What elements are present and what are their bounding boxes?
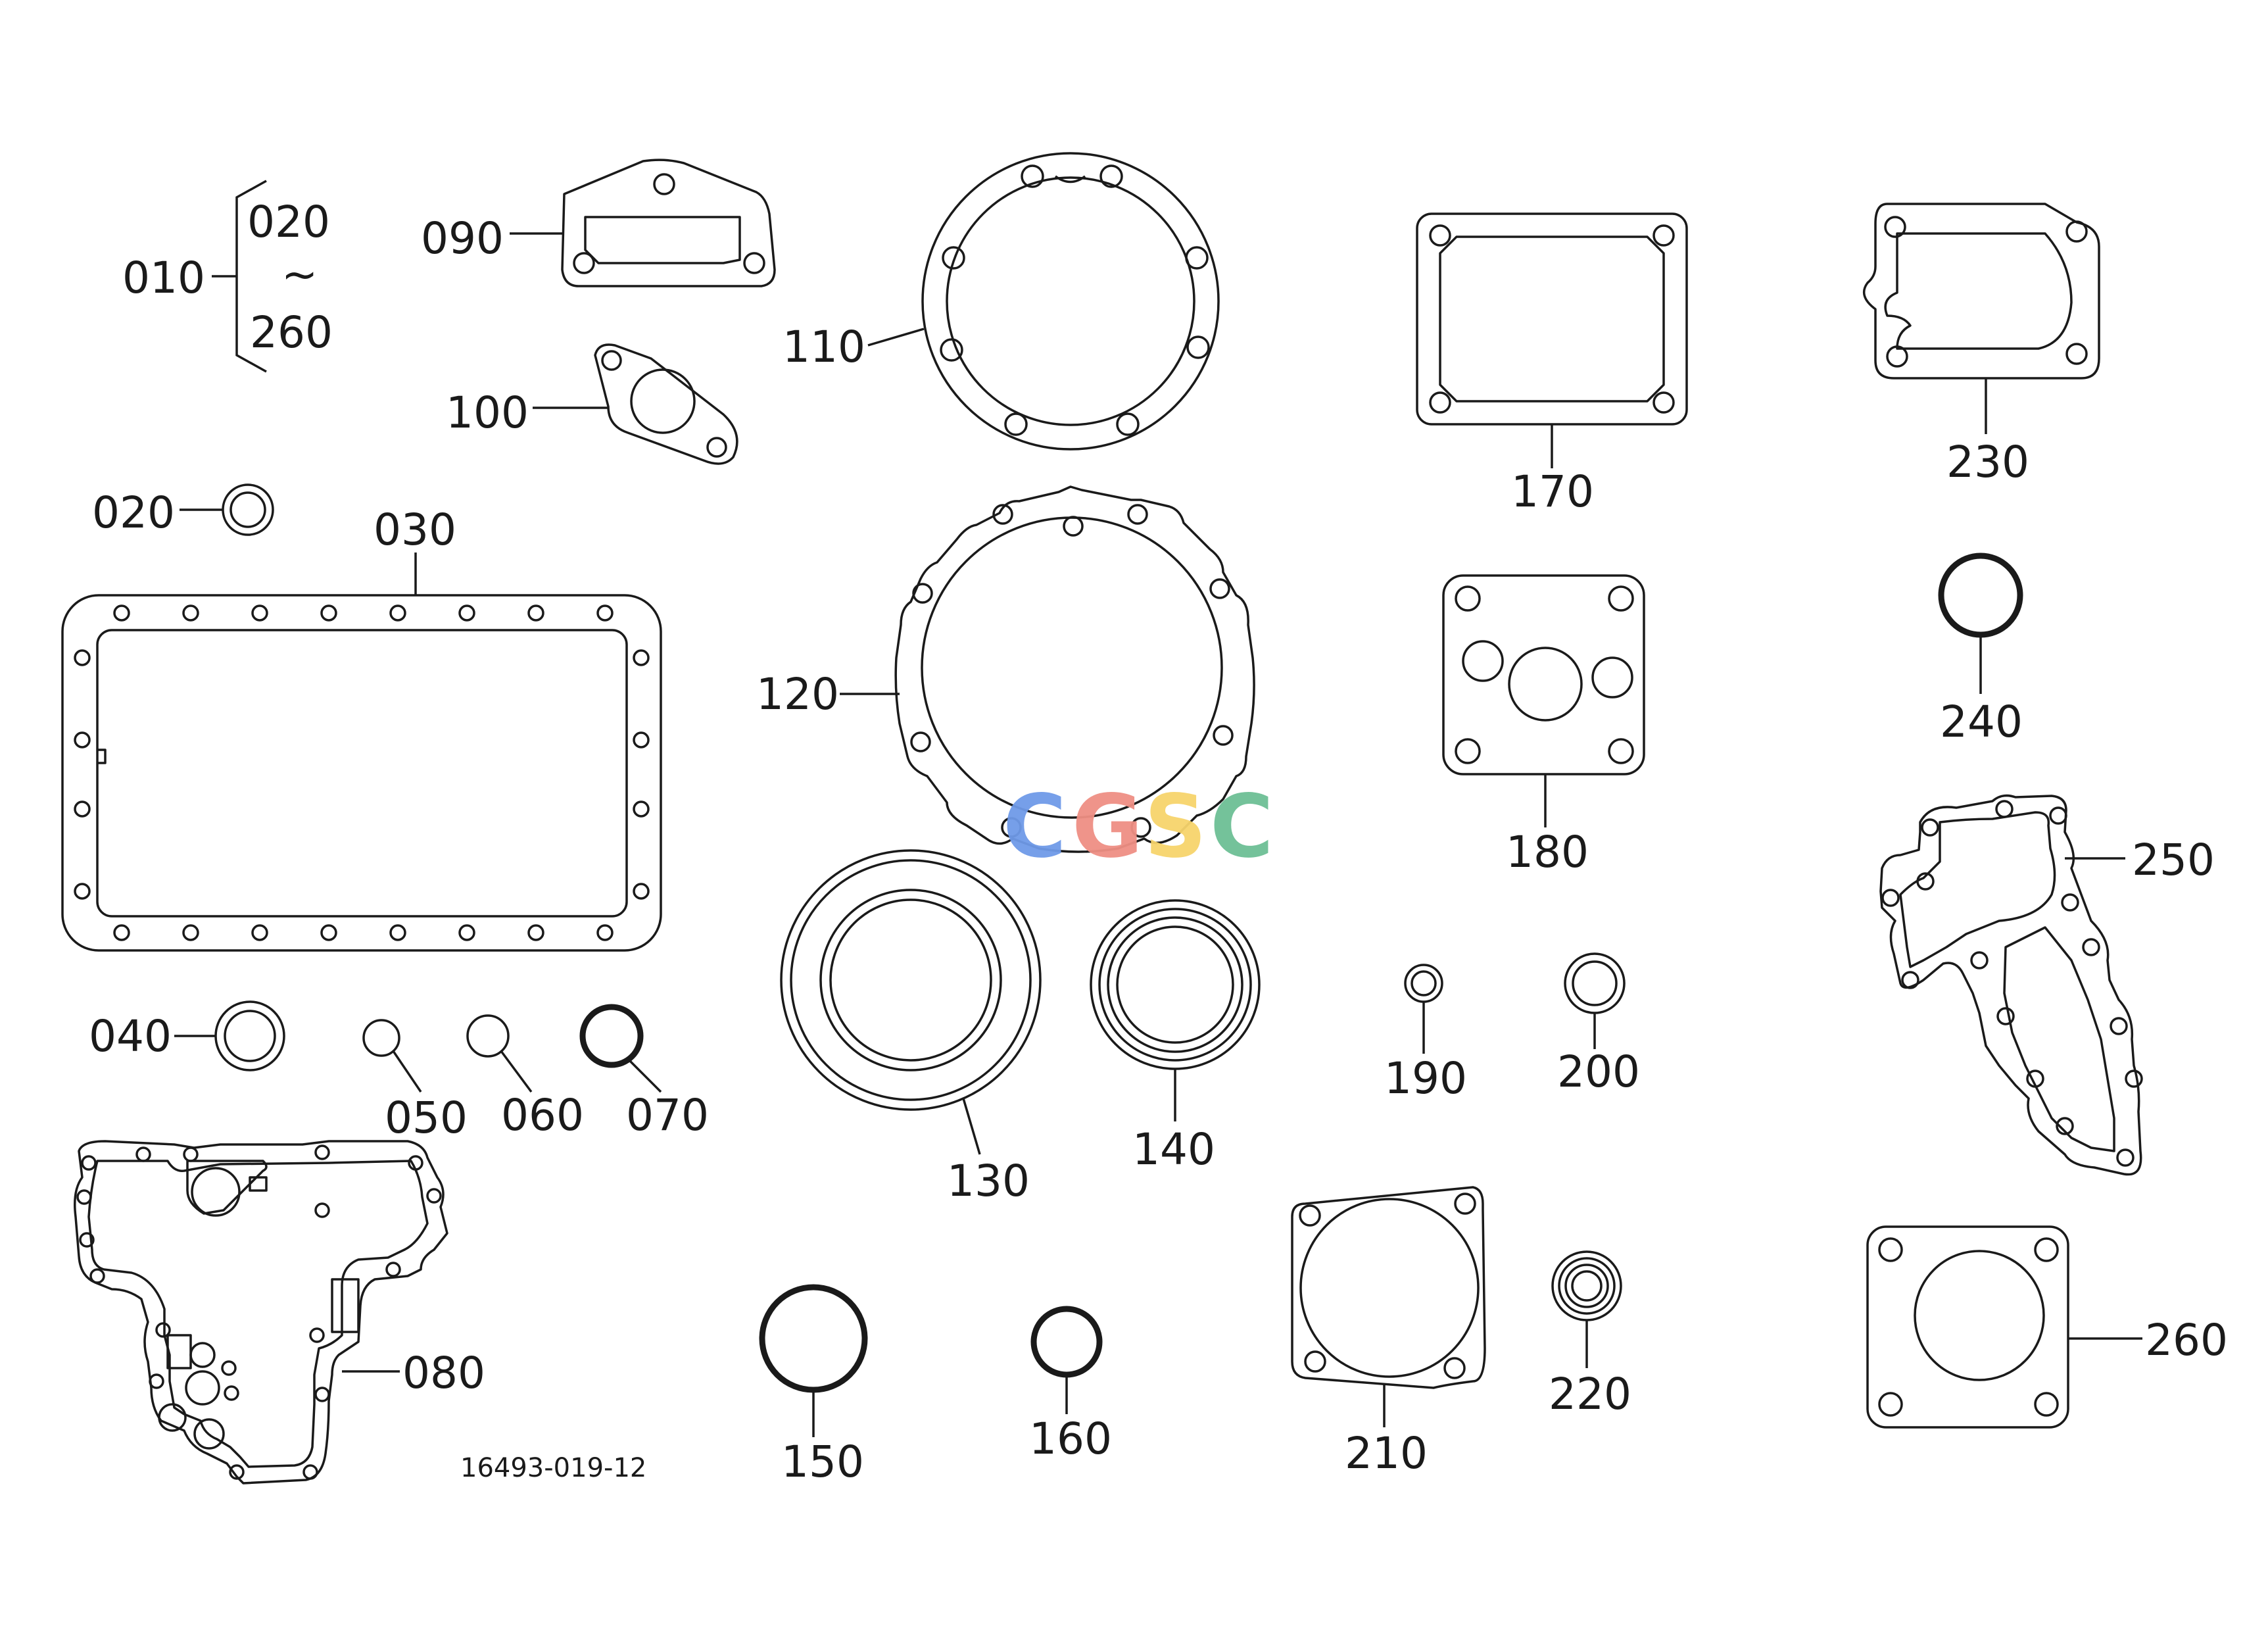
watermark-letter-3: S bbox=[1144, 776, 1207, 877]
label-190[interactable]: 190 bbox=[1384, 1053, 1467, 1104]
label-090[interactable]: 090 bbox=[421, 213, 504, 264]
part-120-gasket[interactable] bbox=[894, 485, 1255, 853]
label-050[interactable]: 050 bbox=[385, 1093, 468, 1143]
part-080-gasket[interactable] bbox=[74, 1140, 448, 1485]
watermark-letter-4: C bbox=[1210, 776, 1274, 877]
part-170-gasket[interactable] bbox=[1416, 212, 1688, 426]
part-070-o-ring[interactable] bbox=[579, 1004, 644, 1068]
label-250[interactable]: 250 bbox=[2132, 835, 2215, 885]
part-250-gasket[interactable] bbox=[1879, 794, 2143, 1176]
part-100-gasket[interactable] bbox=[594, 343, 738, 465]
part-220-seal[interactable] bbox=[1551, 1250, 1622, 1321]
label-140[interactable]: 140 bbox=[1132, 1124, 1215, 1175]
part-190-ring[interactable] bbox=[1404, 964, 1443, 1003]
part-060-o-ring[interactable] bbox=[466, 1014, 510, 1058]
label-040[interactable]: 040 bbox=[89, 1011, 172, 1062]
part-240-o-ring[interactable] bbox=[1938, 553, 2023, 638]
label-060[interactable]: 060 bbox=[501, 1090, 584, 1141]
label-080[interactable]: 080 bbox=[402, 1348, 485, 1398]
drawing-code: 16493-019-12 bbox=[460, 1453, 646, 1483]
label-200[interactable]: 200 bbox=[1557, 1046, 1640, 1097]
label-230[interactable]: 230 bbox=[1946, 437, 2029, 487]
label-130[interactable]: 130 bbox=[947, 1156, 1030, 1206]
label-range-tilde: ~ bbox=[281, 249, 318, 300]
label-120[interactable]: 120 bbox=[756, 669, 839, 720]
part-130-oil-seal[interactable] bbox=[780, 849, 1042, 1111]
part-140-oil-seal[interactable] bbox=[1090, 899, 1261, 1070]
part-110-gasket[interactable] bbox=[921, 152, 1220, 451]
part-020-ring[interactable] bbox=[222, 483, 274, 536]
part-010-kit-bracket bbox=[212, 180, 267, 373]
label-210[interactable]: 210 bbox=[1345, 1428, 1428, 1479]
part-160-o-ring[interactable] bbox=[1030, 1306, 1103, 1378]
label-240[interactable]: 240 bbox=[1940, 697, 2023, 747]
part-180-gasket[interactable] bbox=[1442, 574, 1645, 775]
label-220[interactable]: 220 bbox=[1549, 1369, 1631, 1419]
label-010[interactable]: 010 bbox=[122, 253, 205, 303]
label-180[interactable]: 180 bbox=[1506, 827, 1589, 877]
part-210-gasket[interactable] bbox=[1291, 1186, 1486, 1389]
watermark-letter-2: G bbox=[1072, 776, 1143, 877]
label-070[interactable]: 070 bbox=[626, 1090, 709, 1141]
part-050-o-ring[interactable] bbox=[362, 1019, 400, 1057]
part-260-gasket[interactable] bbox=[1866, 1225, 2069, 1429]
label-020-range-start: 020 bbox=[247, 197, 330, 247]
part-150-o-ring[interactable] bbox=[759, 1284, 868, 1393]
label-110[interactable]: 110 bbox=[783, 322, 865, 372]
part-090-gasket[interactable] bbox=[561, 159, 776, 287]
label-160[interactable]: 160 bbox=[1029, 1413, 1112, 1464]
label-020[interactable]: 020 bbox=[92, 487, 175, 538]
part-230-gasket[interactable] bbox=[1862, 203, 2100, 380]
label-260[interactable]: 260 bbox=[2145, 1315, 2228, 1365]
watermark-logo: C G S C bbox=[1003, 776, 1274, 877]
label-030[interactable]: 030 bbox=[374, 504, 456, 555]
watermark-letter-1: C bbox=[1003, 776, 1067, 877]
label-260-range-end: 260 bbox=[250, 307, 333, 358]
label-150[interactable]: 150 bbox=[781, 1437, 864, 1487]
label-170[interactable]: 170 bbox=[1511, 466, 1594, 517]
part-200-ring[interactable] bbox=[1564, 952, 1626, 1014]
part-040-ring[interactable] bbox=[214, 1000, 285, 1071]
label-100[interactable]: 100 bbox=[446, 387, 529, 438]
part-030-gasket[interactable] bbox=[61, 594, 662, 952]
